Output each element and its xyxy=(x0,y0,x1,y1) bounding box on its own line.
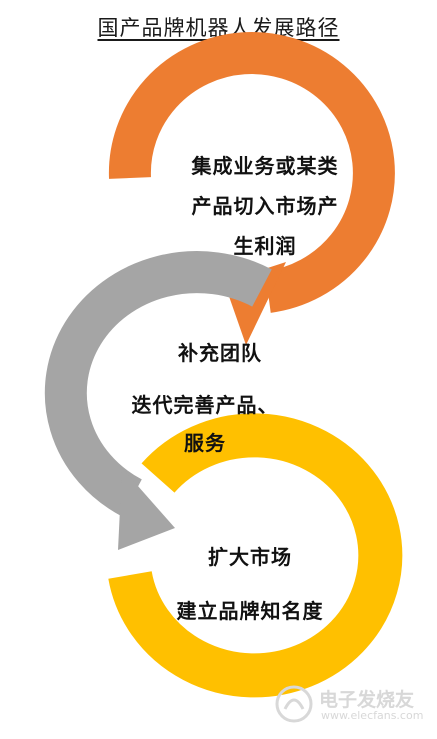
watermark-text: 电子发烧友 xyxy=(319,689,415,711)
diagram-title: 国产品牌机器人发展路径 xyxy=(97,16,340,40)
step-1-line-1: 集成业务或某类 xyxy=(191,154,339,178)
step-2-arrowhead xyxy=(118,468,175,550)
step-2-arrow xyxy=(44,251,272,550)
step-3-heading: 扩大市场 xyxy=(208,545,292,569)
step-1-ring xyxy=(108,32,395,313)
step-3-ring xyxy=(108,413,403,698)
step-2-ring xyxy=(44,251,272,517)
step-3-arrow xyxy=(108,413,403,698)
watermark-logo-icon xyxy=(275,685,313,723)
watermark-url: www.elecfans.com xyxy=(321,709,424,722)
step-1-text: 集成业务或某类 产品切入市场产 生利润 xyxy=(150,146,380,266)
step-2-line-2: 迭代完善产品、 xyxy=(131,393,279,417)
step-2-heading: 补充团队 xyxy=(178,341,262,365)
step-1-line-2: 产品切入市场产 xyxy=(191,194,339,218)
step-2-line-3: 服务 xyxy=(184,431,226,455)
step-2-text: 迭代完善产品、 服务 xyxy=(60,386,350,462)
step-1-line-3: 生利润 xyxy=(233,234,297,258)
step-3-text: 建立品牌知名度 xyxy=(176,599,324,623)
watermark: 电子发烧友 www.elecfans.com xyxy=(273,683,423,729)
